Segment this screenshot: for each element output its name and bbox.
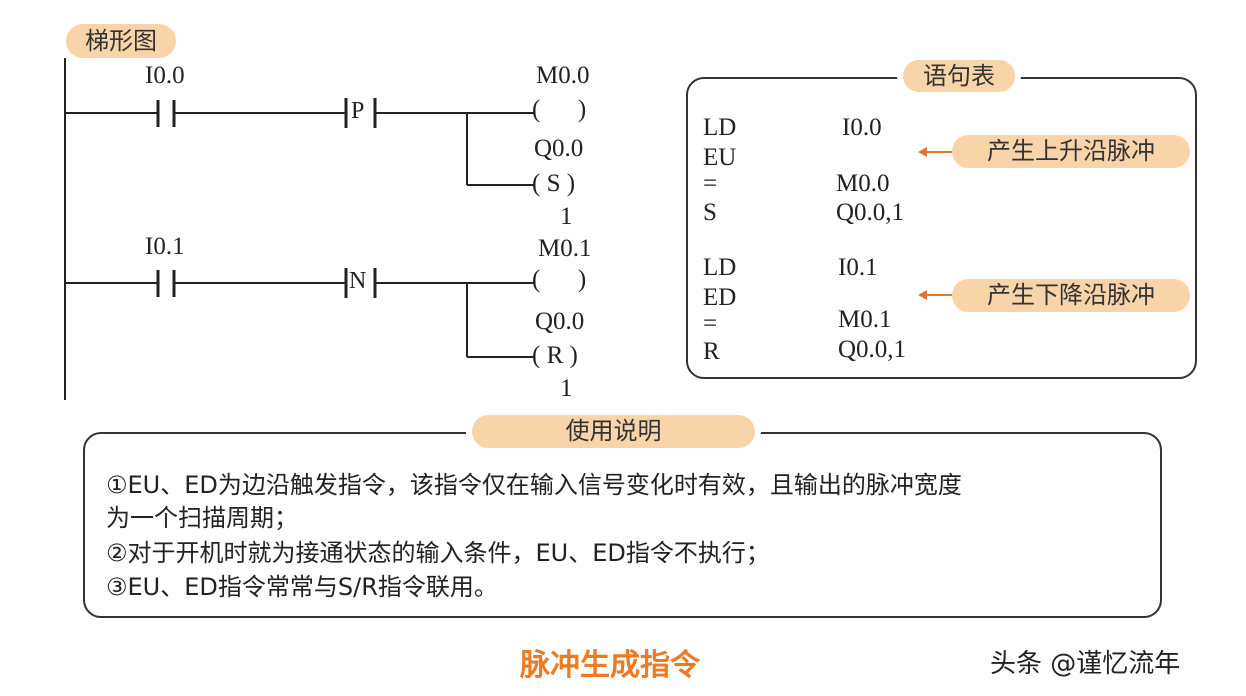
rising-edge-callout: 产生上升沿脉冲 [952, 135, 1190, 168]
rung-2 [65, 268, 535, 358]
coil-label: Q0.0 [534, 135, 584, 162]
figure-caption: 脉冲生成指令 [520, 648, 700, 683]
arrow-icon [918, 290, 952, 300]
falling-edge-callout: 产生下降沿脉冲 [952, 279, 1190, 312]
coil-label: Q0.0 [535, 308, 585, 335]
reset-coil-symbol: ( R ) [532, 342, 578, 369]
stmt-op: = [703, 310, 718, 337]
usage-line: ③EU、ED指令常常与S/R指令联用。 [106, 573, 498, 601]
usage-title: 使用说明 [472, 415, 755, 448]
coil-count: 1 [560, 203, 573, 230]
stmt-operand: Q0.0,1 [836, 199, 905, 226]
ladder-diagram [64, 58, 535, 400]
edge-p-label: P [351, 98, 365, 124]
stmt-op: S [703, 199, 717, 226]
contact-label: I0.1 [145, 233, 185, 260]
stmt-operand: M0.1 [838, 306, 892, 333]
stmt-op: LD [703, 254, 737, 281]
coil-label: M0.0 [536, 62, 590, 89]
stmt-op: = [703, 170, 718, 197]
usage-line: ①EU、ED为边沿触发指令，该指令仅在输入信号变化时有效，且输出的脉冲宽度 [106, 471, 962, 499]
stmt-operand: I0.0 [842, 114, 882, 141]
statement-list-box [686, 77, 1197, 379]
usage-line: ②对于开机时就为接通状态的输入条件，EU、ED指令不执行； [106, 539, 770, 567]
stmt-operand: I0.1 [838, 254, 878, 281]
rung-1 [65, 98, 535, 186]
stmt-op: R [703, 338, 720, 365]
statement-list-title: 语句表 [903, 60, 1015, 92]
coil-symbol: ( ) [532, 266, 587, 293]
usage-line: 为一个扫描周期； [106, 504, 298, 532]
contact-label: I0.0 [145, 62, 185, 89]
watermark: 头条 @谨忆流年 [990, 649, 1181, 679]
coil-label: M0.1 [538, 235, 592, 262]
stmt-op: ED [703, 284, 737, 311]
coil-count: 1 [560, 375, 573, 402]
edge-n-label: N [349, 268, 367, 294]
coil-symbol: ( ) [532, 96, 587, 123]
set-coil-symbol: ( S ) [532, 170, 576, 197]
arrow-icon [918, 147, 952, 157]
stmt-operand: M0.0 [836, 170, 890, 197]
stmt-op: EU [703, 144, 737, 171]
ladder-title: 梯形图 [66, 24, 176, 58]
stmt-operand: Q0.0,1 [838, 336, 907, 363]
stmt-op: LD [703, 114, 737, 141]
